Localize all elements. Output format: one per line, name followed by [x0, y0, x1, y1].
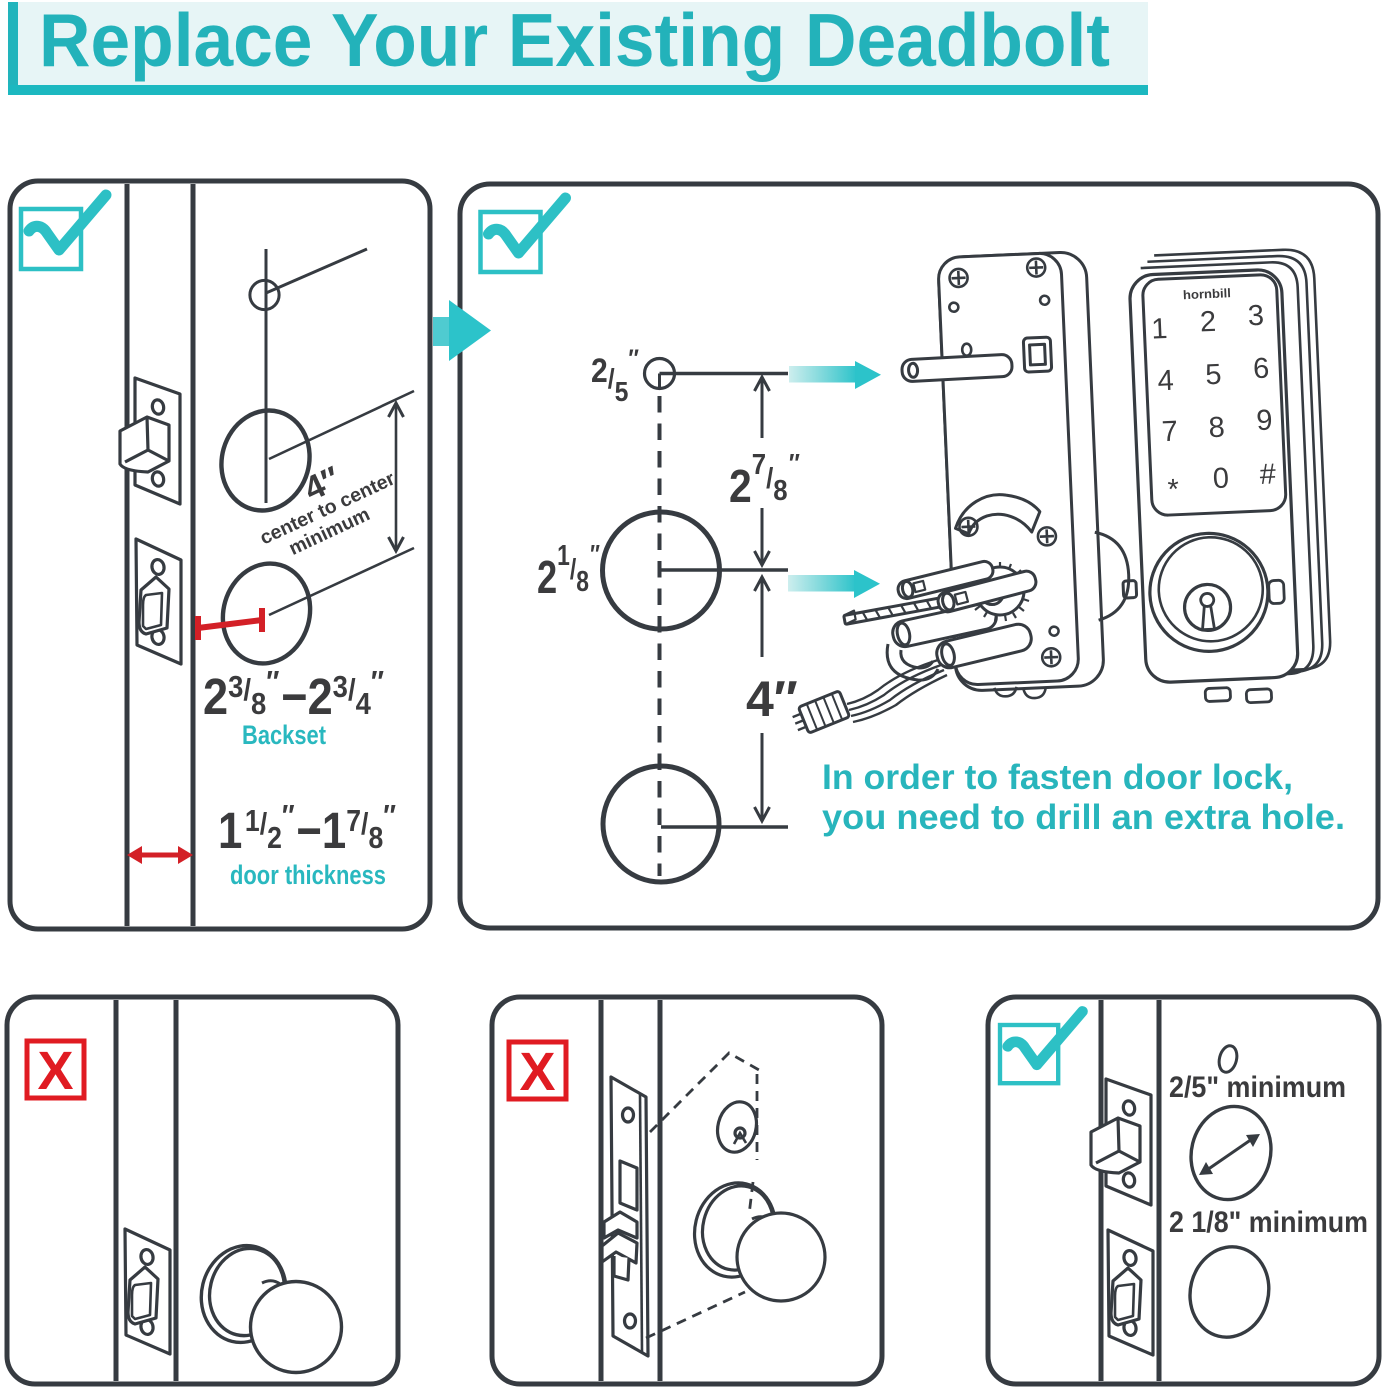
svg-text:8: 8: [1208, 412, 1226, 445]
svg-text:Backset: Backset: [242, 720, 326, 750]
svg-text:Replace Your Existing Deadbolt: Replace Your Existing Deadbolt: [39, 0, 1110, 82]
svg-text:4: 4: [1157, 365, 1175, 398]
svg-text:1: 1: [1151, 313, 1169, 346]
svg-text:door thickness: door thickness: [230, 860, 386, 890]
svg-text:5: 5: [1205, 359, 1223, 392]
svg-text:#: #: [1259, 458, 1277, 491]
svg-text:6: 6: [1252, 353, 1270, 386]
svg-text:0: 0: [1212, 462, 1230, 495]
svg-text:*: *: [1167, 474, 1180, 506]
svg-text:11/2″−17/8″: 11/2″−17/8″: [218, 798, 396, 859]
svg-text:you need to drill an extra hol: you need to drill an extra hole.: [822, 798, 1345, 837]
svg-text:4″: 4″: [746, 671, 798, 727]
svg-text:2: 2: [1199, 306, 1217, 339]
svg-text:2/5" minimum: 2/5" minimum: [1169, 1071, 1346, 1104]
svg-text:23/8″−23/4″: 23/8″−23/4″: [203, 664, 384, 725]
svg-text:hornbill: hornbill: [1183, 286, 1232, 302]
svg-text:2 1/8" minimum: 2 1/8" minimum: [1169, 1206, 1368, 1239]
svg-text:7: 7: [1161, 416, 1179, 449]
svg-text:3: 3: [1247, 300, 1265, 333]
svg-text:In order to fasten door lock,: In order to fasten door lock,: [822, 758, 1293, 797]
svg-text:9: 9: [1256, 404, 1274, 437]
